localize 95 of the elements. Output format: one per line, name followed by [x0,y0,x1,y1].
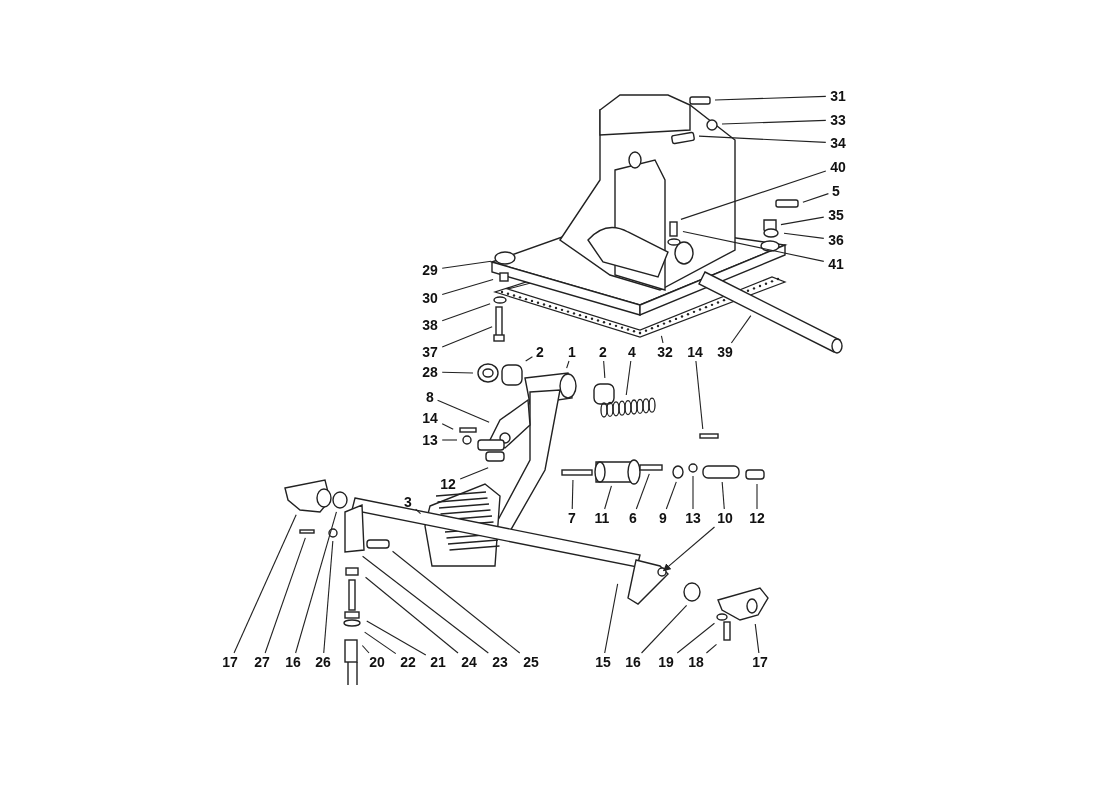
callout-number: 35 [828,208,844,222]
leader-line [441,279,494,295]
callout-number: 32 [657,345,673,359]
leader-line [625,360,632,396]
leader-line [641,604,688,654]
callout-number: 5 [832,184,840,198]
callout-number: 41 [828,257,844,271]
leader-line [571,479,574,510]
leader-line [756,483,758,510]
callout-number: 21 [430,655,446,669]
leader-line [665,481,677,510]
callout-number: 2 [536,345,544,359]
leader-line [705,643,718,654]
callout-number: 34 [830,136,846,150]
callout-number: 7 [568,511,576,525]
callout-number: 40 [830,160,846,174]
callout-number: 8 [426,390,434,404]
leader-line [233,514,297,654]
callout-number: 36 [828,233,844,247]
callout-number: 3 [404,495,412,509]
leader-line [635,473,650,510]
leader-line [604,583,619,654]
leader-line [295,511,337,654]
callout-number: 13 [422,433,438,447]
leader-line [662,526,716,572]
callout-number: 23 [492,655,508,669]
callout-number: 18 [688,655,704,669]
leader-line [365,576,459,654]
leader-line [604,485,612,510]
callout-number: 15 [595,655,611,669]
leader-line [680,170,827,220]
leader-line [754,623,760,654]
leader-line [441,423,454,430]
callout-number: 4 [628,345,636,359]
callout-number: 1 [568,345,576,359]
leader-line [441,303,491,322]
leader-line [441,371,474,374]
callout-number: 24 [461,655,477,669]
callout-number: 11 [594,511,610,525]
leader-line [264,537,306,654]
leader-line [692,475,694,510]
leader-line [780,216,825,226]
callout-number: 9 [659,511,667,525]
callout-number: 6 [629,511,637,525]
callout-number: 22 [400,655,416,669]
callout-number: 17 [222,655,238,669]
leader-line [392,550,521,654]
leader-line [415,508,422,515]
leader-line [698,135,827,143]
callout-number: 30 [422,291,438,305]
callout-number: 17 [752,655,768,669]
callout-number: 14 [687,345,703,359]
leader-line [525,356,533,362]
callout-number: 19 [658,655,674,669]
callout-number: 16 [285,655,301,669]
leader-line [676,622,715,654]
leader-line [361,644,370,654]
callout-number: 31 [830,89,846,103]
leader-line [364,631,397,655]
callout-number: 37 [422,345,438,359]
callout-number: 13 [685,511,701,525]
leader-line [682,230,825,262]
callout-number: 20 [369,655,385,669]
leader-line [802,193,829,203]
callout-number: 27 [254,655,270,669]
callout-number: 38 [422,318,438,332]
leader-line [362,555,489,654]
leader-line [441,439,458,441]
callout-number: 12 [440,477,456,491]
callout-number: 25 [523,655,539,669]
callout-number: 2 [599,345,607,359]
leader-line [441,326,493,348]
leader-line [714,95,827,101]
leader-line [603,360,606,379]
callout-number: 29 [422,263,438,277]
leader-line [441,260,492,269]
callout-number: 16 [625,655,641,669]
callout-number: 14 [422,411,438,425]
callout-number: 39 [717,345,733,359]
callout-number: 28 [422,365,438,379]
leader-line [721,481,725,510]
leader-line [721,119,827,125]
leader-line [366,620,427,656]
leader-line [695,360,704,430]
leader-line [323,540,334,654]
leader-line [783,232,825,239]
leader-line [660,335,664,344]
leader-line [730,315,752,344]
leader-line [437,399,490,423]
callout-number: 10 [717,511,733,525]
callout-number: 33 [830,113,846,127]
leader-line [566,360,570,369]
callout-number: 12 [749,511,765,525]
callout-number: 26 [315,655,331,669]
leader-line [459,467,489,480]
